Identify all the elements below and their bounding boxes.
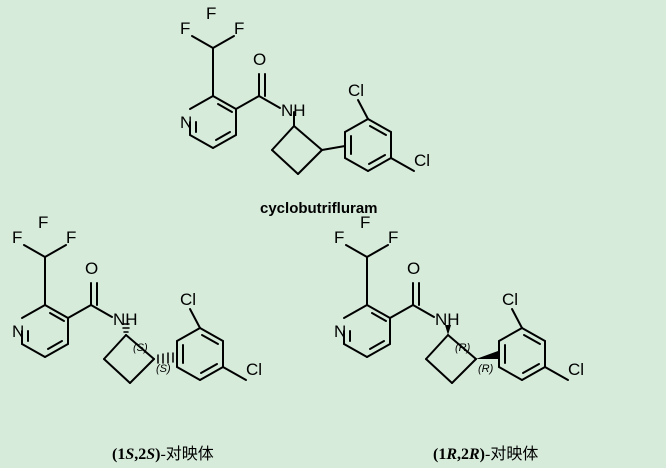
atom-f-1: F	[180, 19, 190, 38]
caption-ss-enantiomer: (1S,2S)-对映体	[112, 440, 214, 464]
atom-n: N	[12, 322, 24, 341]
caption-close: )	[155, 446, 161, 463]
atom-nh: NH	[435, 310, 460, 329]
atom-n: N	[334, 322, 346, 341]
atom-cl-1: Cl	[348, 81, 364, 100]
atom-cl-2: Cl	[414, 151, 430, 170]
atom-cl-1: Cl	[502, 290, 518, 309]
wedge-nh	[445, 325, 451, 335]
stereo-label-1: (S)	[133, 342, 148, 354]
caption-rr-enantiomer: (1R,2R)-对映体	[433, 440, 538, 464]
atom-cl-2: Cl	[568, 360, 584, 379]
atom-cl-1: Cl	[180, 290, 196, 309]
atom-nh: NH	[113, 310, 138, 329]
molecule-racemic: N F F F O NH Cl Cl	[180, 4, 430, 175]
stereo-label-2: (R)	[478, 363, 494, 375]
atom-o: O	[407, 259, 420, 278]
caption-suffix: -对映体	[485, 446, 539, 463]
atom-f-3: F	[66, 228, 76, 247]
hash-wedge-aryl	[157, 352, 174, 364]
caption-suffix: -对映体	[160, 446, 214, 463]
caption-config-2: S	[146, 446, 156, 463]
caption-mid: ,2	[134, 446, 147, 463]
atom-f-3: F	[234, 19, 244, 38]
compound-name: cyclobutrifluram	[260, 200, 378, 217]
atom-f-3: F	[388, 228, 398, 247]
caption-close: )	[479, 446, 485, 463]
atom-f-2: F	[360, 213, 370, 232]
caption-config-1: R	[446, 446, 457, 463]
atom-f-1: F	[12, 228, 22, 247]
atom-cl-2: Cl	[246, 360, 262, 379]
atom-nh: NH	[281, 101, 306, 120]
atom-f-2: F	[206, 4, 216, 23]
caption-mid: ,2	[457, 446, 469, 463]
caption-config-1: S	[125, 446, 135, 463]
atom-n: N	[180, 113, 192, 132]
hash-wedge-nh	[122, 323, 130, 333]
caption-config-2: R	[469, 446, 480, 463]
caption-open: (1	[112, 446, 126, 463]
wedge-aryl	[476, 351, 498, 359]
atom-o: O	[253, 50, 266, 69]
atom-f-2: F	[38, 213, 48, 232]
atom-f-1: F	[334, 228, 344, 247]
stereo-label-1: (R)	[455, 342, 471, 354]
caption-open: (1	[433, 446, 447, 463]
molecule-rr: N F F F O NH Cl Cl (R) (R)	[334, 213, 584, 384]
stereo-label-2: (S)	[156, 363, 171, 375]
molecule-ss: N F F F O NH Cl Cl (S) (S)	[12, 213, 262, 384]
atom-o: O	[85, 259, 98, 278]
